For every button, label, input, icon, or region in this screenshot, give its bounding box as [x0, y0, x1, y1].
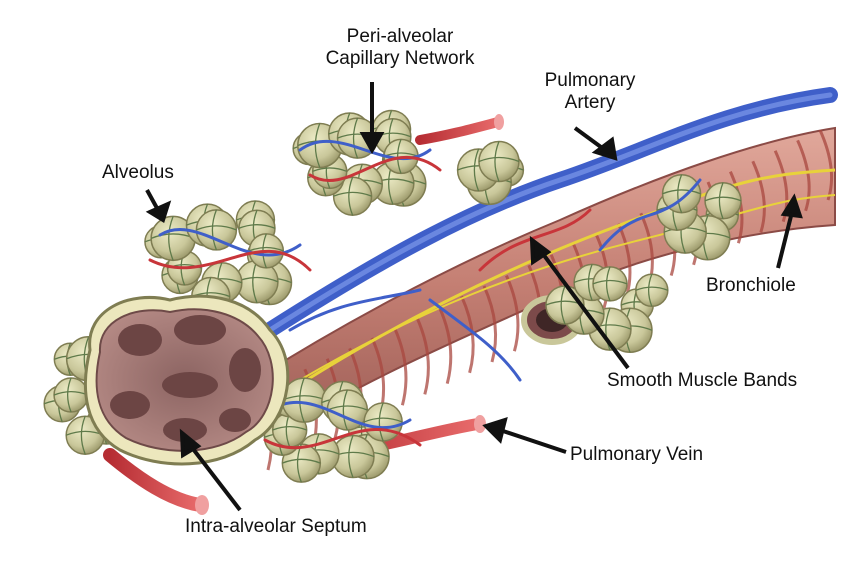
- label-pulmonary-artery: Pulmonary Artery: [520, 70, 660, 114]
- label-pulmonary-artery-line2: Artery: [520, 92, 660, 114]
- arrow-pulmonary-vein: [500, 430, 566, 452]
- label-pulmonary-artery-line1: Pulmonary: [520, 70, 660, 92]
- label-smooth-muscle-bands: Smooth Muscle Bands: [607, 370, 797, 392]
- label-alveolus: Alveolus: [102, 162, 174, 184]
- label-peri-alveolar-capillary-network: Peri-alveolar Capillary Network: [300, 26, 500, 70]
- label-peri-alveolar-line2: Capillary Network: [300, 48, 500, 70]
- label-peri-alveolar-line1: Peri-alveolar: [300, 26, 500, 48]
- label-intra-alveolar-septum: Intra-alveolar Septum: [185, 516, 367, 538]
- label-pulmonary-vein: Pulmonary Vein: [570, 444, 703, 466]
- label-bronchiole: Bronchiole: [706, 275, 796, 297]
